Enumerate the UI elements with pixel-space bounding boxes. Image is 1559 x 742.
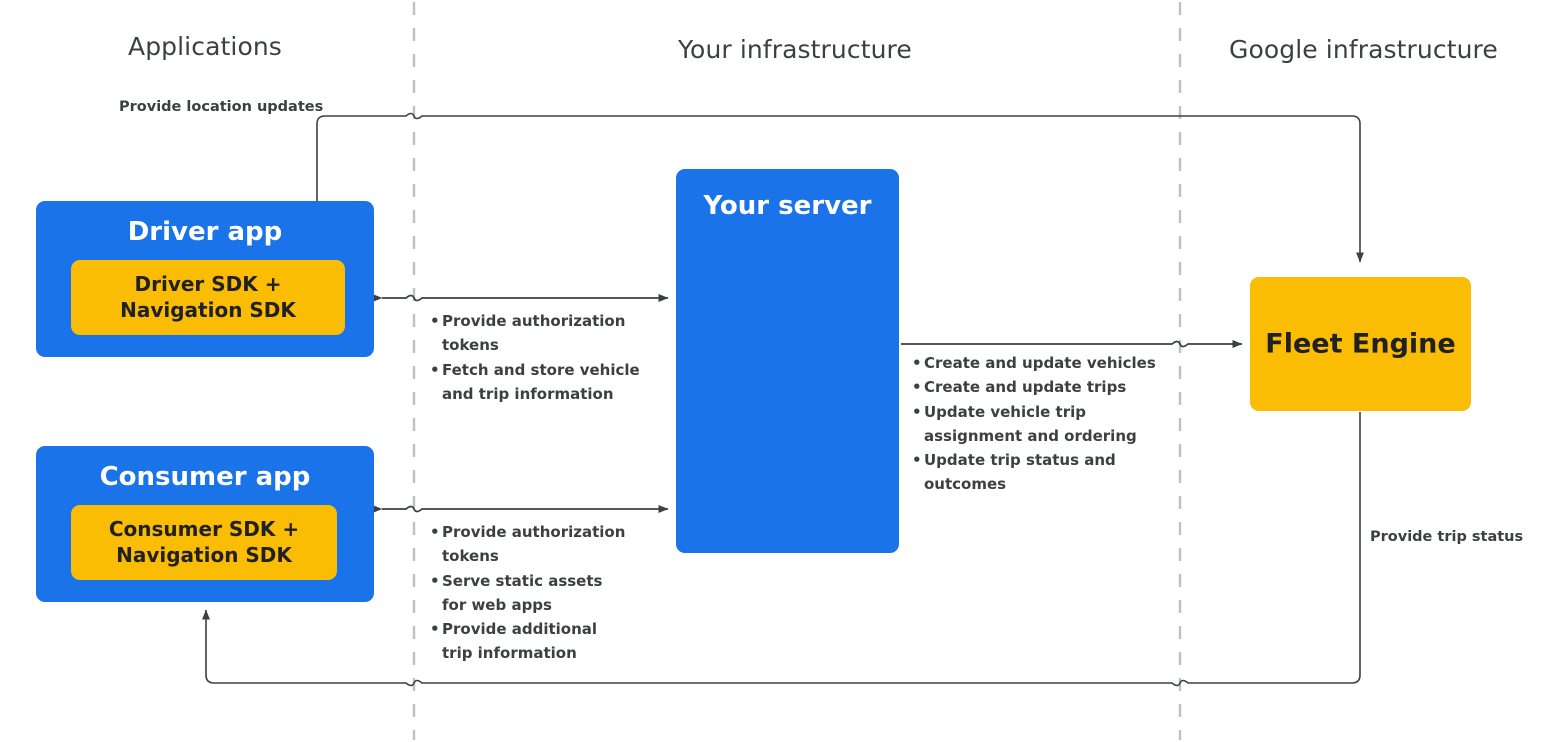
consumer-sdk-label: Consumer SDK +Navigation SDK <box>108 517 300 568</box>
bullet-list: Provide authorizationtokensFetch and sto… <box>430 309 660 406</box>
bullet-item-continuation: for web apps <box>442 595 552 614</box>
label-provide-trip-status: Provide trip status <box>1370 529 1524 545</box>
bullet-item-continuation: outcomes <box>924 475 1007 494</box>
bullet-item: Create and update vehicles <box>912 351 1172 376</box>
annotations-your-server-to-fleet-engine: Create and update vehiclesCreate and upd… <box>912 351 1172 497</box>
your-server-title: Your server <box>703 191 872 221</box>
driver-sdk-box[interactable]: Driver SDK +Navigation SDK <box>71 260 345 335</box>
bullet-list: Provide authorizationtokensServe static … <box>430 520 660 666</box>
bullet-item-continuation: and trip information <box>442 384 614 403</box>
label-provide-location-updates: Provide location updates <box>119 99 324 115</box>
annotations-driver-app-to-your-server: Provide authorizationtokensFetch and sto… <box>430 309 660 406</box>
bullet-item-continuation: tokens <box>442 547 499 566</box>
fleet-engine-title: Fleet Engine <box>1265 328 1456 360</box>
your-server-box[interactable]: Your server <box>676 169 899 553</box>
bullet-item: Create and update trips <box>912 375 1172 400</box>
lane-title-your-infrastructure: Your infrastructure <box>678 35 912 64</box>
driver-sdk-label: Driver SDK +Navigation SDK <box>120 272 296 323</box>
driver-app-title: Driver app <box>127 217 283 247</box>
lane-title-applications: Applications <box>128 32 282 61</box>
connector-consumer-app-to-your-server <box>372 505 669 514</box>
bullet-item-continuation: assignment and ordering <box>924 426 1137 445</box>
connector-your-server-to-fleet-engine <box>901 340 1243 349</box>
bullet-item-continuation: trip information <box>442 644 577 663</box>
annotations-consumer-app-to-your-server: Provide authorizationtokensServe static … <box>430 520 660 666</box>
fleet-engine-box[interactable]: Fleet Engine <box>1250 277 1471 411</box>
connector-driver-app-to-your-server <box>372 294 669 303</box>
consumer-sdk-box[interactable]: Consumer SDK +Navigation SDK <box>71 505 337 580</box>
bullet-list: Create and update vehiclesCreate and upd… <box>912 351 1172 497</box>
lane-title-google-infrastructure: Google infrastructure <box>1229 35 1498 64</box>
consumer-app-title: Consumer app <box>99 462 311 492</box>
bullet-item-continuation: tokens <box>442 336 499 355</box>
